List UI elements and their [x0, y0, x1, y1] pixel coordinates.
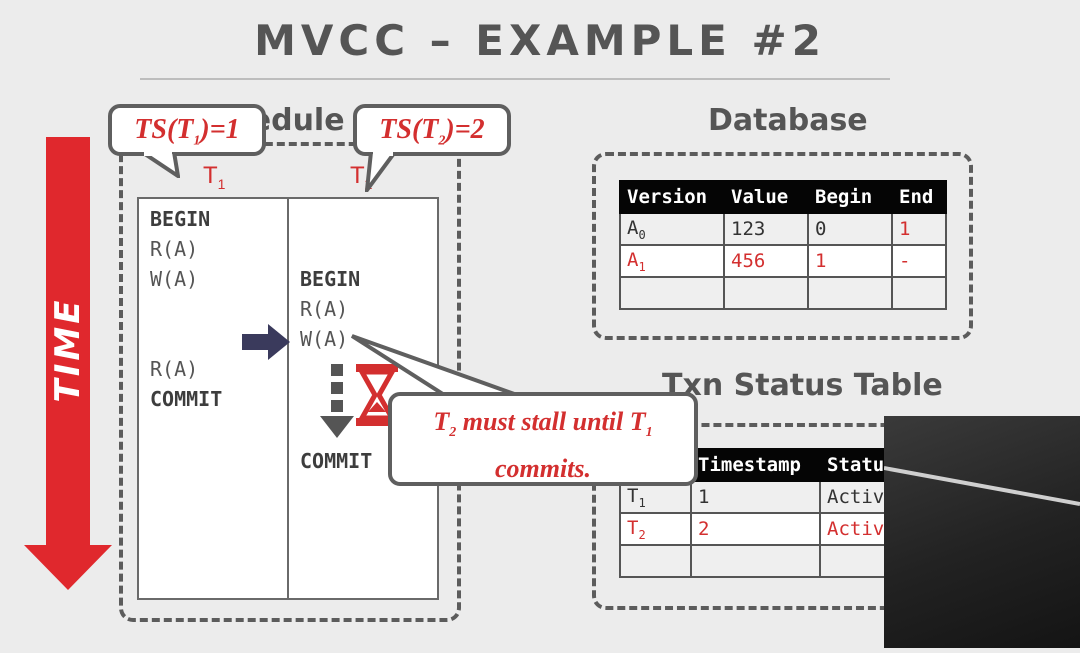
ts-t2-callout-tail	[365, 152, 398, 192]
t2-op-wa-2: W(A)	[300, 327, 349, 351]
txn-status-header-1: Timestamp	[690, 448, 821, 482]
time-arrow-shaft	[46, 137, 90, 545]
database-cell: 1	[807, 244, 893, 278]
time-arrow-head	[24, 545, 112, 590]
database-cell	[891, 276, 947, 310]
database-cell: -	[891, 244, 947, 278]
ts-t2-callout: TS(T2)=2	[353, 104, 511, 156]
txn-status-cell: 2	[690, 512, 821, 546]
database-row	[619, 276, 947, 310]
txn-status-title: Txn Status Table	[658, 368, 947, 403]
txn-status-cell	[690, 544, 821, 578]
ts-t1-callout-tail	[140, 152, 180, 178]
database-cell: 123	[723, 212, 809, 246]
t2-op-begin-0: BEGIN	[300, 267, 361, 291]
webcam-streak	[883, 466, 1080, 506]
database-header-3: End	[891, 180, 947, 214]
webcam-overlay	[883, 416, 1080, 648]
txn-status-cell	[619, 544, 692, 578]
stall-callout-line-2: commits.	[494, 454, 592, 484]
slide-title: MVCC – EXAMPLE #2	[254, 16, 826, 65]
database-cell: 1	[891, 212, 947, 246]
stall-callout: T2 must stall until T1 commits.	[388, 392, 698, 486]
t1-op-begin-0: BEGIN	[150, 207, 211, 231]
database-cell: A1	[619, 244, 725, 278]
txn-status-cell: 1	[690, 480, 821, 514]
t1-header: T1	[203, 162, 226, 192]
schedule-divider	[287, 197, 289, 600]
stall-callout-line-1: T2 must stall until T1	[433, 407, 653, 441]
txn-status-cell: T2	[619, 512, 692, 546]
title-divider	[140, 78, 890, 80]
txn-status-row	[619, 544, 930, 578]
database-header-1: Value	[723, 180, 809, 214]
database-header-2: Begin	[807, 180, 893, 214]
t1-op-ra-1: R(A)	[150, 237, 199, 261]
database-cell: 0	[807, 212, 893, 246]
database-cell	[619, 276, 725, 310]
t1-op-ra-3: R(A)	[150, 357, 199, 381]
time-label: TIME	[48, 297, 88, 403]
database-cell	[723, 276, 809, 310]
t2-op-commit-3: COMMIT	[300, 449, 373, 473]
current-step-arrow-icon	[242, 324, 290, 360]
wait-arrow-icon	[320, 364, 354, 438]
database-header-0: Version	[619, 180, 725, 214]
database-cell	[807, 276, 893, 310]
database-cell: A0	[619, 212, 725, 246]
t1-op-wa-2: W(A)	[150, 267, 199, 291]
t1-op-commit-4: COMMIT	[150, 387, 223, 411]
t2-op-ra-1: R(A)	[300, 297, 349, 321]
ts-t1-callout: TS(T1)=1	[108, 104, 266, 156]
database-title: Database	[708, 103, 868, 138]
database-frame	[592, 152, 973, 340]
database-cell: 456	[723, 244, 809, 278]
